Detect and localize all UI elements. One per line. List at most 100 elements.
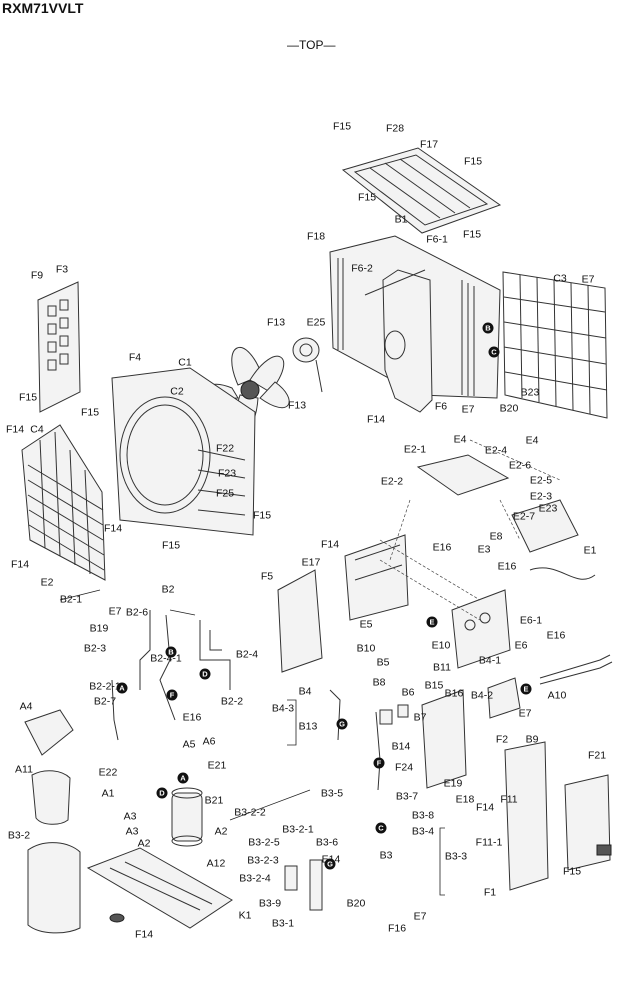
part-label-f15: F15: [562, 865, 582, 878]
partition-plate: [277, 569, 323, 673]
part-label-b3-9: B3-9: [258, 897, 282, 910]
part-label-b4-3: B4-3: [271, 702, 295, 715]
part-label-e2-3: E2-3: [529, 490, 553, 503]
part-label-e2-4: E2-4: [484, 444, 508, 457]
part-label-b3-3: B3-3: [444, 850, 468, 863]
part-label-k1: K1: [238, 909, 252, 922]
fan-motor: [292, 337, 323, 393]
part-label-f14: F14: [103, 522, 123, 535]
part-label-e2-6: E2-6: [508, 459, 532, 472]
switch-box-cover: [511, 499, 579, 553]
part-label-b6: B6: [401, 686, 415, 699]
part-label-e7: E7: [518, 707, 532, 720]
connection-marker-a: A: [116, 682, 128, 694]
part-label-f24: F24: [394, 761, 414, 774]
part-label-e19: E19: [443, 777, 463, 790]
part-label-b2-3: B2-3: [83, 642, 107, 655]
part-label-f6-1: F6-1: [426, 233, 448, 246]
connection-marker-f: F: [373, 757, 385, 769]
part-label-b3-2-5: B3-2-5: [248, 836, 280, 849]
part-label-b3-2-4: B3-2-4: [239, 872, 271, 885]
part-label-f14: F14: [320, 538, 340, 551]
part-label-c2: C2: [170, 385, 184, 398]
part-label-b4: B4: [298, 685, 312, 698]
part-label-f14: F14: [5, 423, 25, 436]
part-label-a10: A10: [547, 689, 567, 702]
connection-marker-f: F: [166, 689, 178, 701]
part-label-f9: F9: [30, 269, 44, 282]
connection-marker-e: E: [520, 683, 532, 695]
part-label-f2: F2: [495, 733, 509, 746]
part-label-e7: E7: [581, 273, 595, 286]
refrigerant-piping: [111, 610, 381, 791]
part-label-b3-7: B3-7: [395, 790, 419, 803]
part-label-f15: F15: [357, 191, 377, 204]
part-label-b3-4: B3-4: [411, 825, 435, 838]
part-label-e16: E16: [182, 711, 202, 724]
part-label-b21: B21: [204, 794, 224, 807]
part-label-f15: F15: [80, 406, 100, 419]
leader-lines: [59, 439, 561, 896]
motor-support: [364, 269, 433, 413]
mounting-pad: [109, 913, 125, 923]
part-label-b3-8: B3-8: [411, 809, 435, 822]
right-side-panels: [421, 677, 612, 891]
part-label-a3: A3: [123, 810, 137, 823]
part-label-e7: E7: [461, 403, 475, 416]
part-label-b1: B1: [394, 213, 408, 226]
part-label-b3-2-3: B3-2-3: [247, 854, 279, 867]
part-label-f15: F15: [332, 120, 352, 133]
front-panel: [111, 367, 256, 536]
part-label-b2-2: B2-2: [220, 695, 244, 708]
part-label-a3: A3: [125, 825, 139, 838]
part-label-a11: A11: [15, 763, 33, 776]
part-label-f6-2: F6-2: [351, 262, 373, 275]
valve-group: [284, 704, 409, 911]
part-label-e2-2: E2-2: [380, 475, 404, 488]
part-label-e5: E5: [359, 618, 373, 631]
part-label-a1: A1: [101, 787, 115, 800]
part-label-b3-2-2: B3-2-2: [234, 806, 266, 819]
part-label-f6: F6: [434, 400, 448, 413]
part-label-e3: E3: [477, 543, 491, 556]
connection-marker-b: B: [165, 646, 177, 658]
part-label-e8: E8: [489, 530, 503, 543]
part-label-b15: B15: [424, 679, 444, 692]
compressor: [171, 787, 203, 847]
part-label-e2-5: E2-5: [529, 474, 553, 487]
part-label-b20: B20: [499, 402, 519, 415]
part-label-b3-6: B3-6: [315, 836, 339, 849]
part-label-b7: B7: [413, 711, 427, 724]
part-label-b2-1: B2-1: [59, 593, 83, 606]
view-label: —TOP—: [287, 38, 336, 52]
part-label-f18: F18: [306, 230, 326, 243]
part-label-b8: B8: [372, 676, 386, 689]
part-label-e22: E22: [98, 766, 118, 779]
part-label-b2-7: B2-7: [93, 695, 117, 708]
part-label-f11-1: F11-1: [475, 836, 503, 849]
part-label-f5: F5: [260, 570, 274, 583]
part-label-e18: E18: [455, 793, 475, 806]
part-label-a6: A6: [202, 735, 216, 748]
part-label-b3-5: B3-5: [320, 787, 344, 800]
part-label-c1: C1: [178, 356, 192, 369]
connection-marker-a: A: [177, 772, 189, 784]
part-label-b3-2-1: B3-2-1: [282, 823, 314, 836]
part-label-f3: F3: [55, 263, 69, 276]
part-label-b16: B16: [444, 687, 464, 700]
wiring-harness: [529, 567, 613, 685]
side-panel-left: [37, 281, 81, 413]
part-label-b14: B14: [391, 740, 411, 753]
part-label-b2-4: B2-4: [235, 648, 259, 661]
part-label-f11: F11: [500, 793, 518, 806]
part-label-e16: E16: [497, 560, 517, 573]
part-label-f13: F13: [287, 399, 307, 412]
connection-marker-g: G: [336, 718, 348, 730]
part-label-f1: F1: [483, 886, 497, 899]
part-label-f16: F16: [387, 922, 407, 935]
part-label-f4: F4: [128, 351, 142, 364]
part-label-a4: A4: [19, 700, 33, 713]
part-label-f15: F15: [18, 391, 38, 404]
part-label-e23: E23: [538, 502, 558, 515]
